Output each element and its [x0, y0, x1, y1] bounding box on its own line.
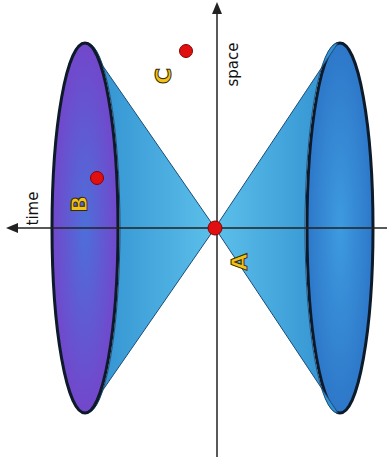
time-axis [16, 227, 387, 229]
axis-label: time [26, 191, 41, 225]
space-arrowhead [212, 2, 222, 14]
event-label: C [153, 68, 175, 84]
event-dot [208, 221, 222, 235]
event-dot [91, 172, 104, 185]
event-label: A [229, 253, 251, 270]
axis-label: space [225, 42, 240, 86]
event-label: B [69, 196, 91, 213]
time-arrowhead [6, 223, 18, 233]
event-dot [180, 45, 193, 58]
